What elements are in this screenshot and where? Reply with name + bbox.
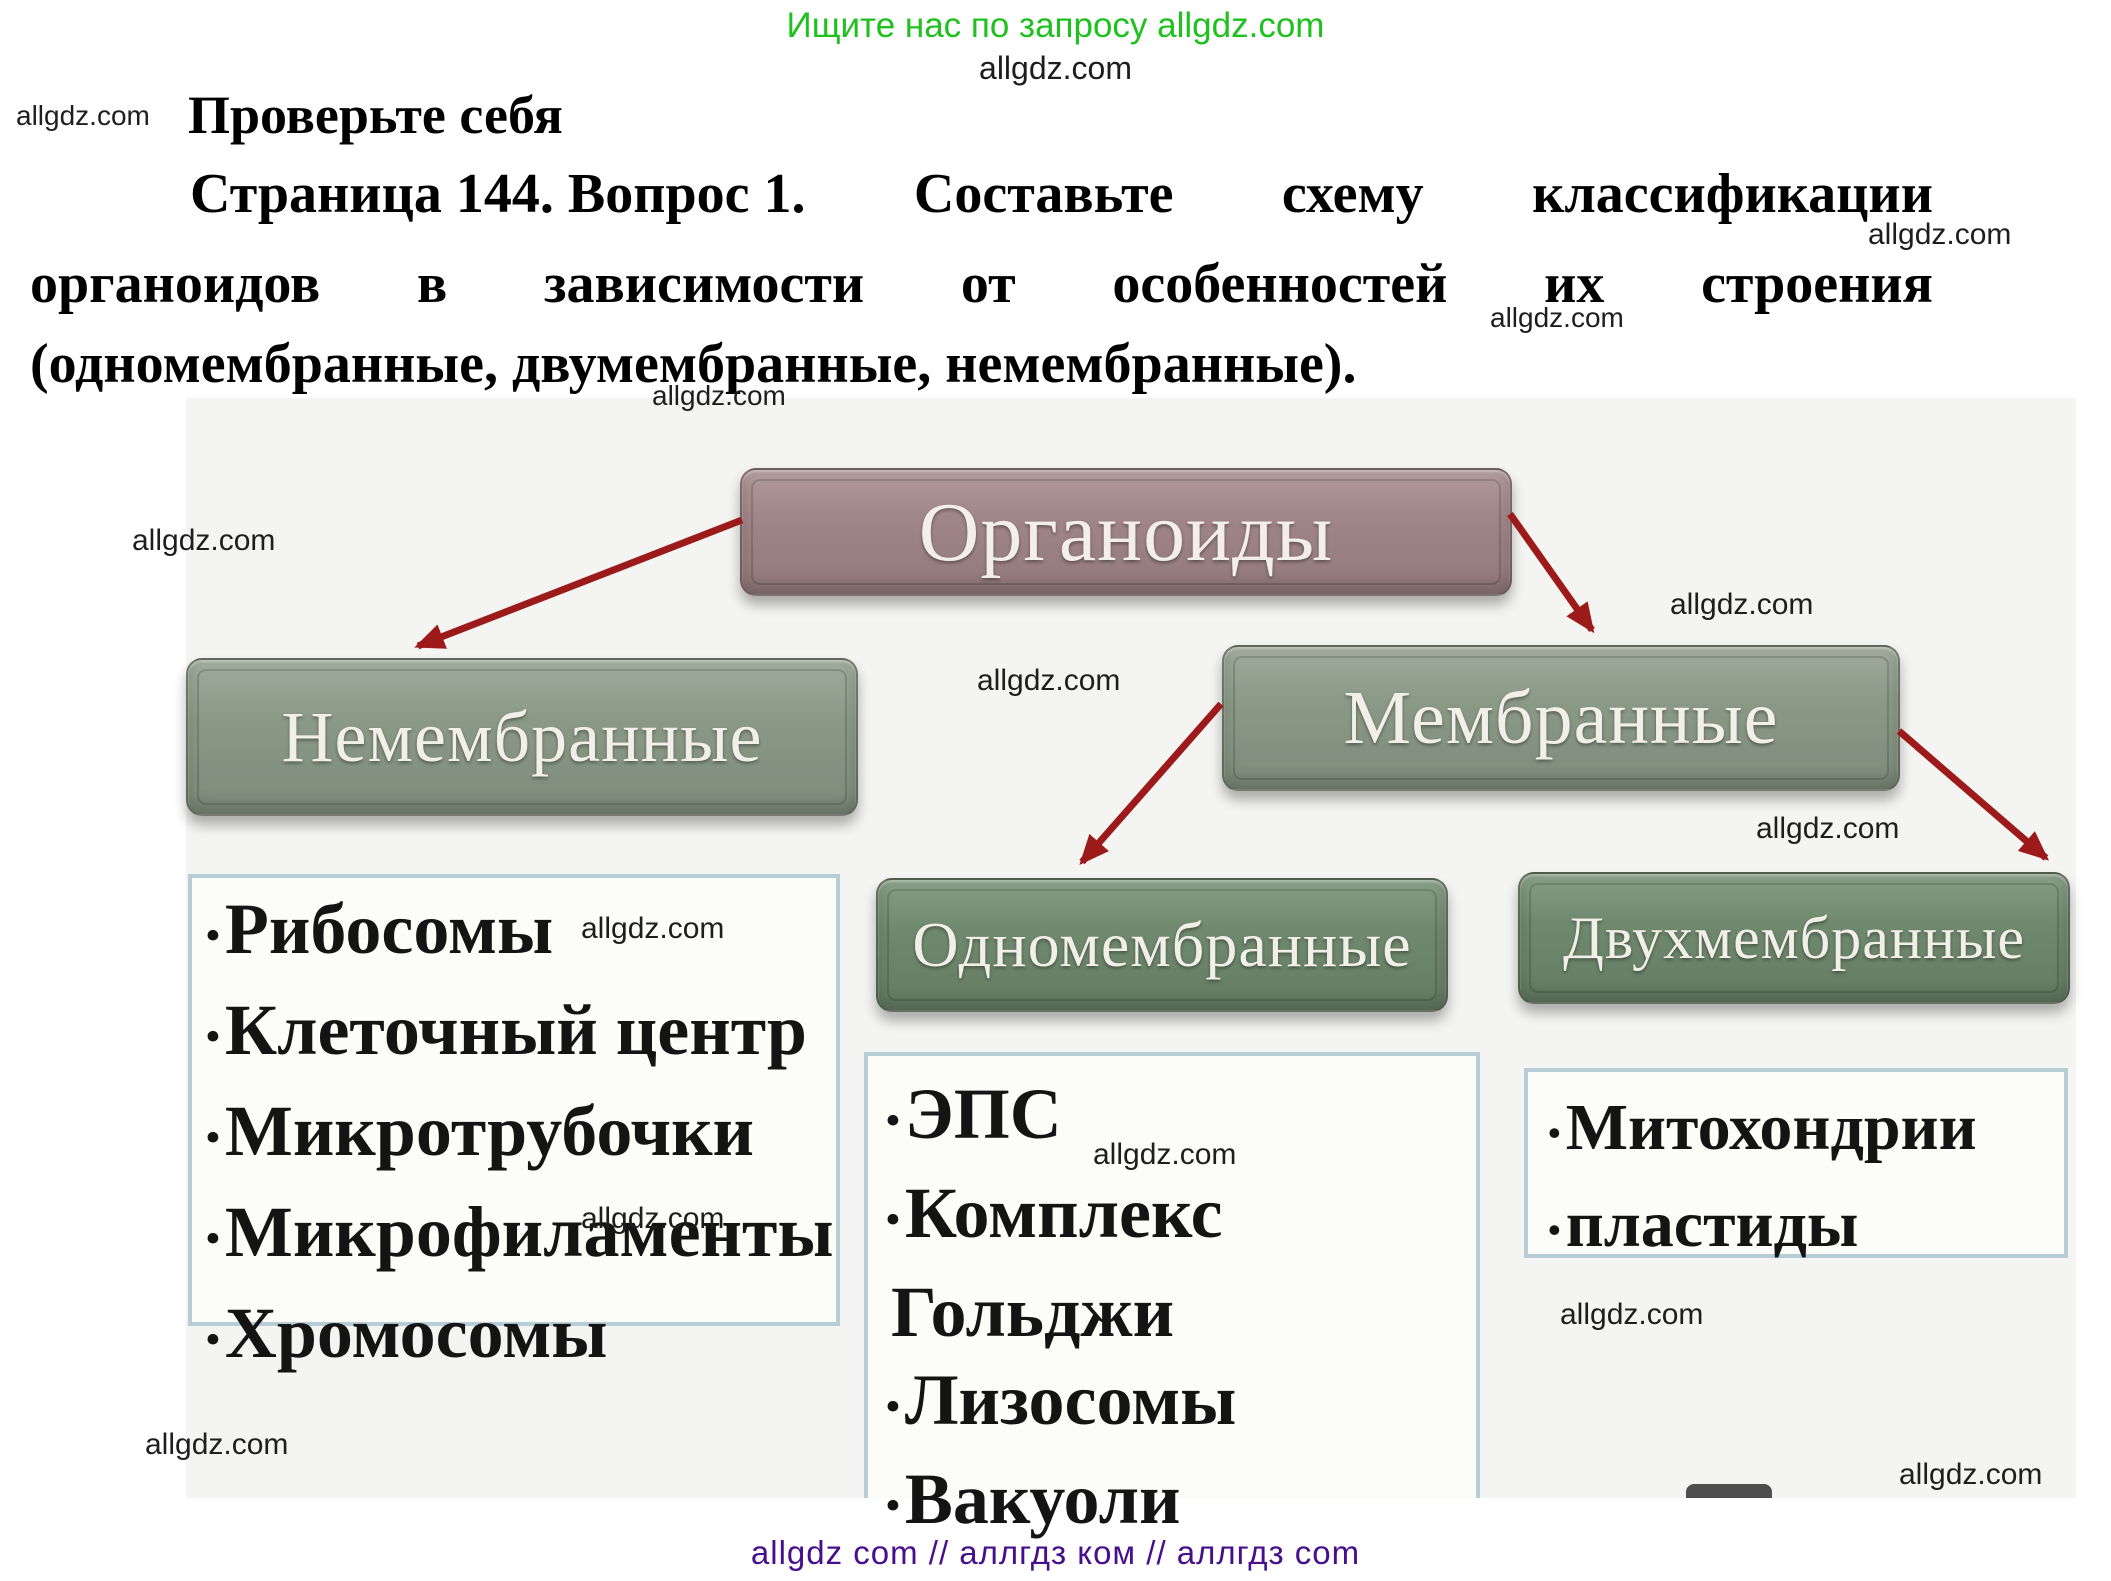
watermark-allgdz: allgdz.com	[145, 1428, 289, 1461]
bullet-dot: •	[886, 1384, 900, 1429]
list-item: •Хромосомы	[206, 1288, 828, 1389]
paragraph-word: схему	[1281, 163, 1424, 225]
bullet-dot: •	[886, 1483, 900, 1528]
paragraph-word: особенностей	[1112, 253, 1448, 315]
list-item: •пластиды	[1548, 1181, 2056, 1278]
paragraph-word: Страница 144. Вопрос 1.	[190, 163, 806, 225]
list-item-text: пластиды	[1565, 1188, 1859, 1261]
list-item: •ЭПС	[886, 1070, 1468, 1169]
list-item-text: Микрофиламенты	[224, 1192, 834, 1272]
list-item: •Клеточный центр	[206, 985, 828, 1086]
list-item-text: Вакуоли	[904, 1459, 1181, 1539]
watermark-allgdz: allgdz.com	[132, 524, 276, 557]
list-item-text: Рибосомы	[224, 889, 554, 969]
watermark-allgdz: allgdz.com	[1670, 588, 1814, 621]
paragraph-word: органоидов	[30, 253, 321, 315]
node-single-membrane: Одномембранные	[876, 878, 1448, 1012]
paragraph-word: их	[1544, 253, 1605, 315]
node-membrane: Мембранные	[1222, 645, 1900, 791]
watermark-allgdz: allgdz.com	[581, 912, 725, 945]
paragraph-word: зависимости	[543, 253, 865, 315]
watermark-allgdz: allgdz.com	[581, 1202, 725, 1235]
watermark-allgdz: allgdz.com	[1560, 1298, 1704, 1331]
question-line-2: органоидов в зависимости от особенностей их ст…	[30, 252, 1933, 316]
bullet-dot: •	[206, 913, 220, 958]
question-line-3: (одномембранные, двумембранные, немембра…	[30, 333, 1357, 395]
watermark-allgdz: allgdz.com	[16, 100, 150, 131]
bullet-dot: •	[886, 1197, 900, 1242]
paragraph-word: от	[960, 253, 1016, 315]
bullet-dot: •	[206, 1317, 220, 1362]
non-membrane-list: •Рибосомы•Клеточный центр•Микротрубочки•…	[188, 874, 840, 1373]
paragraph-word: строения	[1701, 253, 1933, 315]
bullet-dot: •	[886, 1098, 900, 1143]
list-item-text: Лизосомы	[904, 1360, 1237, 1440]
watermark-allgdz: allgdz.com	[1899, 1458, 2043, 1491]
list-item: Гольджи	[886, 1268, 1468, 1356]
node-double-membrane: Двухмембранные	[1518, 872, 2070, 1004]
list-item-text: ЭПС	[904, 1074, 1062, 1154]
paragraph-word: Составьте	[913, 163, 1174, 225]
node-non-membrane: Немембранные	[186, 658, 858, 816]
watermark-allgdz: allgdz.com	[1093, 1138, 1237, 1171]
bullet-dot: •	[206, 1115, 220, 1160]
node-organoids: Органоиды	[740, 468, 1512, 596]
watermark-allgdz: allgdz.com	[977, 664, 1121, 697]
watermark-allgdz: allgdz.com	[1756, 812, 1900, 845]
bullet-dot: •	[1548, 1209, 1561, 1250]
list-item-text: Микротрубочки	[224, 1091, 755, 1171]
paragraph-word: классификации	[1532, 163, 1933, 225]
site-name-line: allgdz.com	[979, 50, 1132, 86]
list-item: •Митохондрии	[1548, 1084, 2056, 1181]
list-item: •Микротрубочки	[206, 1086, 828, 1187]
list-item: •Комплекс	[886, 1169, 1468, 1268]
double-membrane-list: •Митохондрии•пластиды	[1524, 1068, 2068, 1261]
bullet-dot: •	[1548, 1112, 1561, 1153]
watermark-allgdz: allgdz.com	[652, 380, 786, 411]
list-item: •Вакуоли	[886, 1455, 1468, 1554]
list-item: •Рибосомы	[206, 884, 828, 985]
list-item-text: Комплекс	[904, 1173, 1223, 1253]
list-item: •Лизосомы	[886, 1356, 1468, 1455]
bullet-dot: •	[206, 1216, 220, 1261]
question-line-1: Страница 144. Вопрос 1. Составьте схему кла…	[190, 162, 1933, 226]
watermark-allgdz: allgdz.com	[1868, 218, 2012, 251]
paragraph-word: в	[417, 253, 448, 315]
promo-header: Ищите нас по запросу allgdz.com	[786, 6, 1325, 45]
page-title: Проверьте себя	[188, 85, 563, 145]
list-item: •Микрофиламенты	[206, 1187, 834, 1288]
list-item-text: Гольджи	[891, 1272, 1175, 1352]
footer-line: allgdz com // аллгдз ком // аллгдз com	[750, 1534, 1361, 1571]
watermark-allgdz: allgdz.com	[1490, 302, 1624, 333]
bullet-dot: •	[206, 1014, 220, 1059]
list-item-text: Клеточный центр	[224, 990, 807, 1070]
cropped-image-artifact	[1686, 1484, 1772, 1498]
list-item-text: Хромосомы	[224, 1293, 608, 1373]
list-item-text: Митохондрии	[1565, 1091, 1977, 1164]
